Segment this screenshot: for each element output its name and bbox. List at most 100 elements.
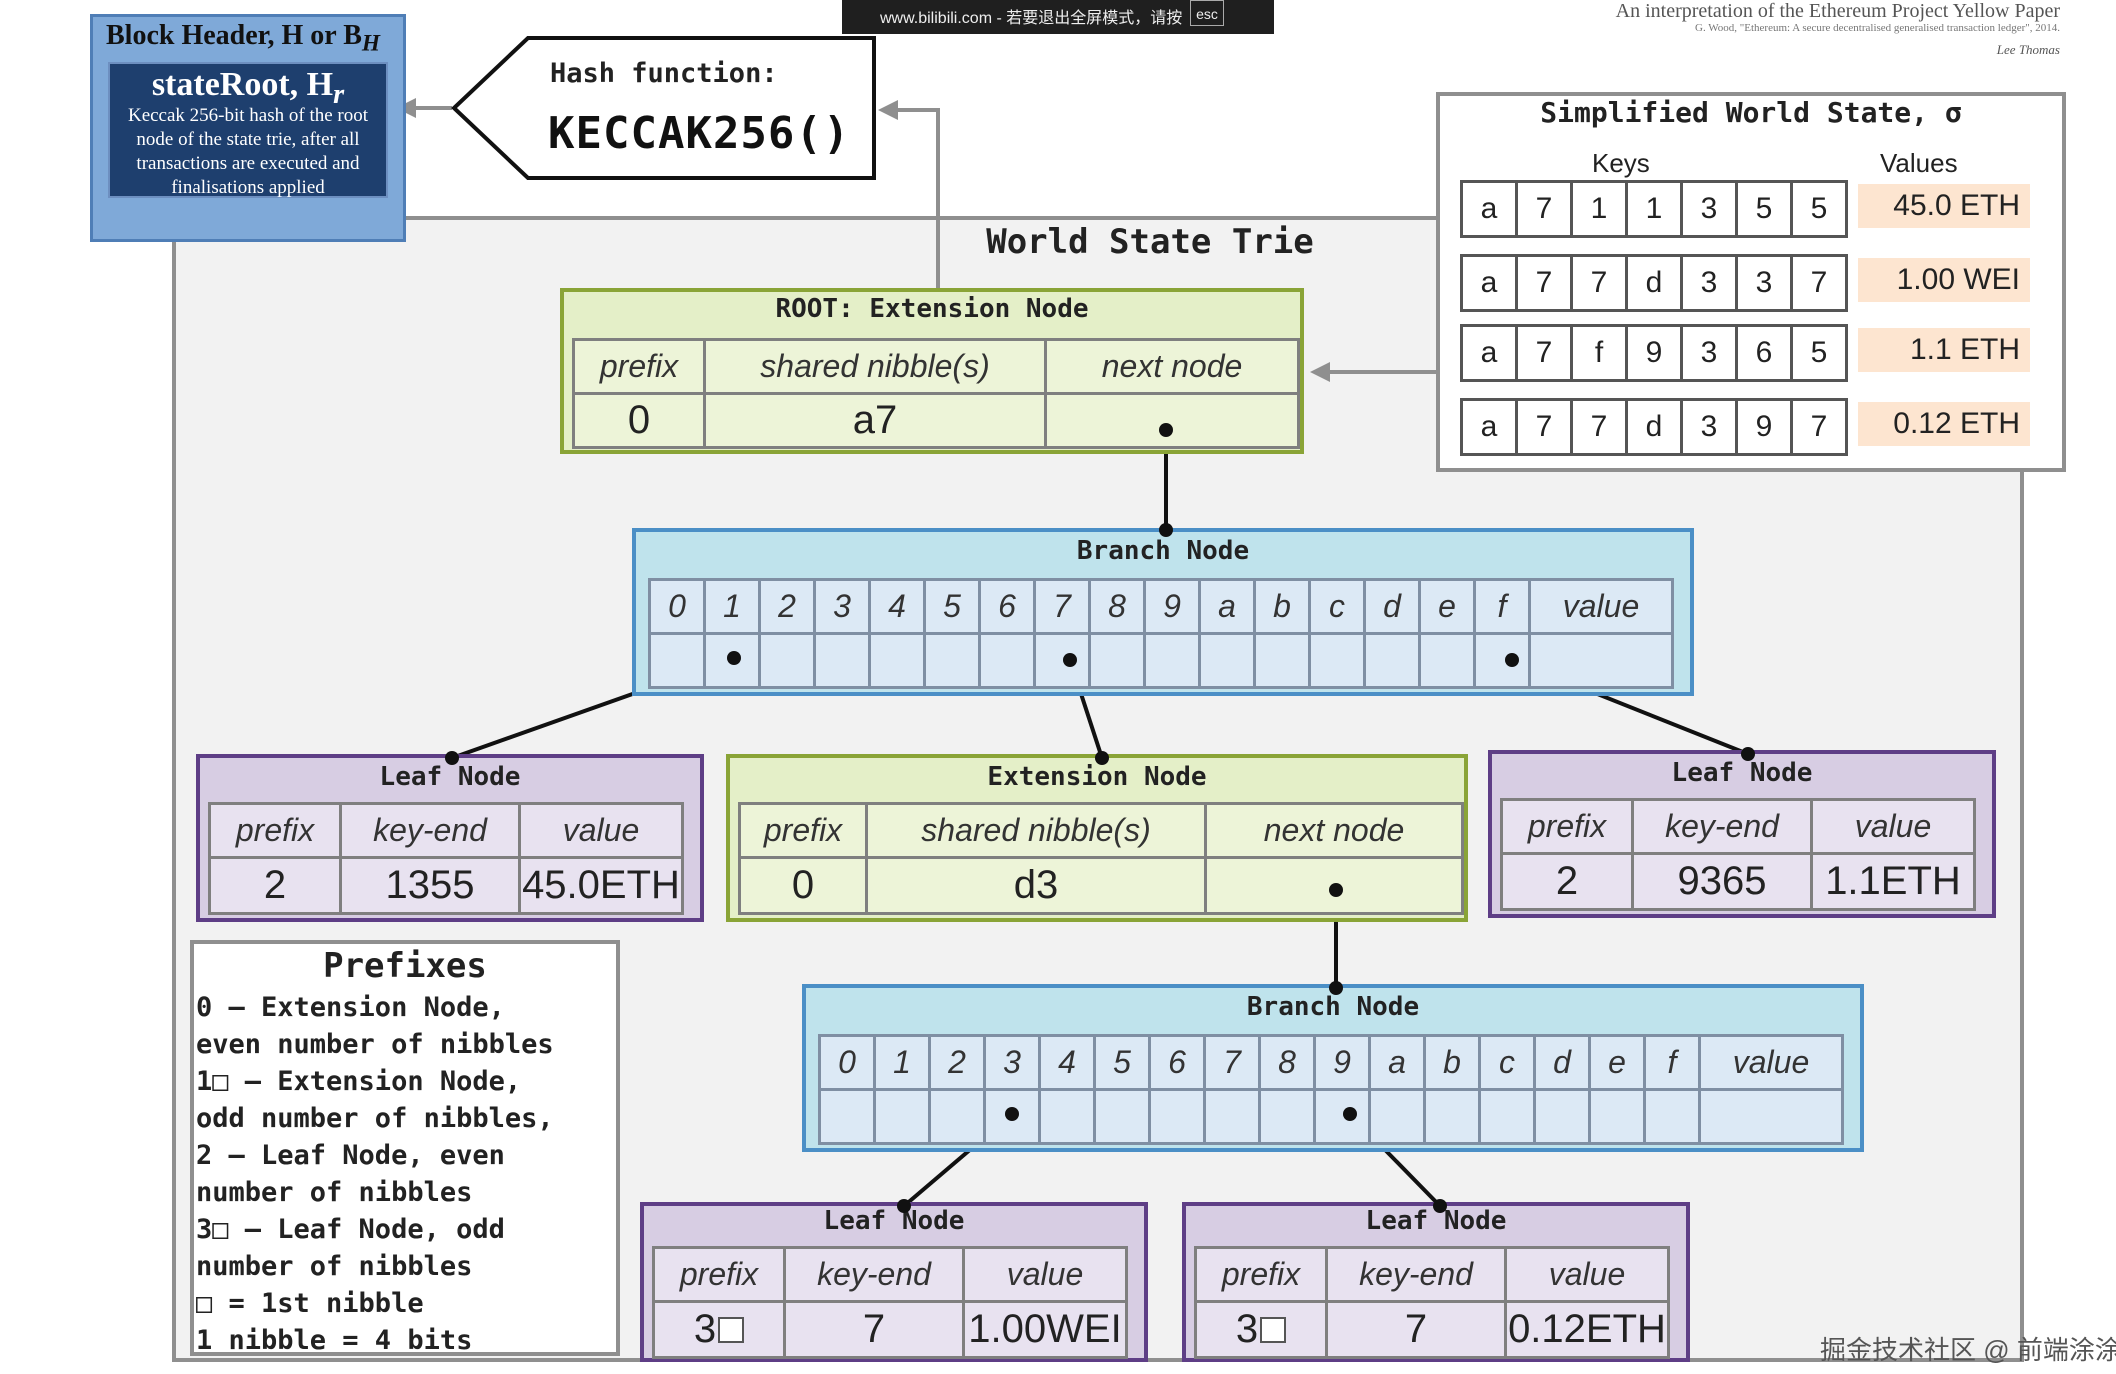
next-node-header: next node <box>1044 338 1300 395</box>
key-row-1: a 7 1 1 3 5 5 <box>1460 180 1848 238</box>
value-header: value <box>1810 798 1976 855</box>
fullscreen-notice-text: www.bilibili.com - 若要退出全屏模式，请按 <box>880 10 1183 27</box>
prefixes-line: 3□ – Leaf Node, odd <box>196 1214 505 1245</box>
key-cell: 7 <box>1790 398 1848 456</box>
leaf4-top-dot <box>1433 1199 1447 1213</box>
prefixes-line: even number of nibbles <box>196 1029 554 1060</box>
key-cell: 7 <box>1515 180 1573 238</box>
key-cell: 3 <box>1680 254 1738 312</box>
key-end-value: 1355 <box>339 856 521 915</box>
key-row-2: a 7 7 d 3 3 7 <box>1460 254 1848 312</box>
prefixes-line: □ = 1st nibble <box>196 1288 424 1319</box>
next-node-value <box>1044 392 1300 449</box>
root-node-table: prefix shared nibble(s) next node 0 a7 <box>572 338 1300 449</box>
key-end-header: key-end <box>783 1246 965 1303</box>
prefix-header: prefix <box>738 802 868 859</box>
ext2-top-dot <box>1095 751 1109 765</box>
leaf-node-2: Leaf Node prefix key-end value 2 9365 1.… <box>1488 750 1996 918</box>
branch-node-1: Branch Node 0 1 2 3 4 5 6 7 8 9 a b c d … <box>632 528 1694 696</box>
branch-slot-label: 4 <box>1038 1034 1096 1091</box>
prefix-value: 2 <box>1500 852 1634 911</box>
branch-slot-label: f <box>1643 1034 1701 1091</box>
leaf-node-1-title: Leaf Node <box>379 762 521 792</box>
branch-slot-label: a <box>1198 578 1256 635</box>
prefixes-legend <box>190 940 620 1356</box>
root-node-title: ROOT: Extension Node <box>775 294 1089 324</box>
prefix-value: 0 <box>572 392 706 449</box>
branch-slot-label: 9 <box>1143 578 1201 635</box>
prefixes-line: odd number of nibbles, <box>196 1103 554 1134</box>
shared-nibbles-header: shared nibble(s) <box>703 338 1047 395</box>
prefix-value: 2 <box>208 856 342 915</box>
extension-node-2: Extension Node prefix shared nibble(s) n… <box>726 754 1468 922</box>
branch-slot-label: 6 <box>978 578 1036 635</box>
branch-slot-label: 4 <box>868 578 926 635</box>
key-cell: 6 <box>1735 324 1793 382</box>
key-end-header: key-end <box>1631 798 1813 855</box>
paper-title: An interpretation of the Ethereum Projec… <box>1615 0 2060 22</box>
branch-slot-label: 0 <box>818 1034 876 1091</box>
key-cell: 5 <box>1790 180 1848 238</box>
branch-slot-label: b <box>1253 578 1311 635</box>
key-cell: 7 <box>1515 398 1573 456</box>
key-cell: 9 <box>1625 324 1683 382</box>
keys-label: Keys <box>1592 148 1650 178</box>
branch-slot-label: d <box>1533 1034 1591 1091</box>
key-cell: 1 <box>1570 180 1628 238</box>
prefixes-line: number of nibbles <box>196 1251 473 1282</box>
state-root-box <box>108 62 388 198</box>
key-end-header: key-end <box>1325 1246 1507 1303</box>
value-cell-2: 1.00 WEI <box>1858 258 2030 302</box>
key-cell: 7 <box>1570 254 1628 312</box>
key-cell: 3 <box>1680 180 1738 238</box>
branch-node-2: Branch Node 0 1 2 3 4 5 6 7 8 9 a b c d … <box>802 984 1864 1152</box>
root-to-hash-arrow-line <box>885 108 940 288</box>
key-cell: 7 <box>1790 254 1848 312</box>
branch-slot-label: 6 <box>1148 1034 1206 1091</box>
branch-slot-label: 5 <box>1093 1034 1151 1091</box>
branch-slot-label: 3 <box>813 578 871 635</box>
key-cell: d <box>1625 254 1683 312</box>
ext2-next-node-dot <box>1329 883 1343 897</box>
values-label: Values <box>1880 148 1958 178</box>
prefixes-line: 2 – Leaf Node, even <box>196 1140 505 1171</box>
key-row-3: a 7 f 9 3 6 5 <box>1460 324 1848 382</box>
branch-node-1-table: 0 1 2 3 4 5 6 7 8 9 a b c d e f value <box>648 578 1674 689</box>
leaf-node-2-title: Leaf Node <box>1671 758 1813 788</box>
esc-key-button[interactable]: esc <box>1190 0 1224 26</box>
branch1-slot-7-dot <box>1063 653 1077 667</box>
prefixes-line: 1 nibble = 4 bits <box>196 1325 473 1356</box>
value-cell-3: 1.1 ETH <box>1858 328 2030 372</box>
branch-slot-label: d <box>1363 578 1421 635</box>
value-header: value <box>962 1246 1128 1303</box>
header-arrowhead <box>396 98 416 118</box>
leaf1-top-dot <box>445 751 459 765</box>
key-end-value: 7 <box>1325 1300 1507 1359</box>
key-cell: a <box>1460 398 1518 456</box>
sws-arrowhead <box>1310 362 1330 382</box>
prefix-header: prefix <box>652 1246 786 1303</box>
leaf-value: 1.00WEI <box>962 1300 1128 1359</box>
key-cell: a <box>1460 324 1518 382</box>
branch-value-label: value <box>1528 578 1674 635</box>
prefixes-title: Prefixes <box>323 946 487 986</box>
branch-slot-label: e <box>1418 578 1476 635</box>
next-node-header: next node <box>1204 802 1464 859</box>
branch1-slot-f-dot <box>1505 653 1519 667</box>
prefix-header: prefix <box>1194 1246 1328 1303</box>
key-end-header: key-end <box>339 802 521 859</box>
key-cell: 7 <box>1515 324 1573 382</box>
leaf-node-3: Leaf Node prefix key-end value 3 7 1.00W… <box>640 1202 1148 1362</box>
branch-node-2-table: 0 1 2 3 4 5 6 7 8 9 a b c d e f value <box>818 1034 1844 1145</box>
branch-slot-label: 1 <box>873 1034 931 1091</box>
prefix-value: 3 <box>652 1300 786 1359</box>
branch-slot-label: c <box>1478 1034 1536 1091</box>
branch-node-1-title: Branch Node <box>1076 536 1250 566</box>
key-cell: 9 <box>1735 398 1793 456</box>
key-cell: d <box>1625 398 1683 456</box>
leaf-value: 0.12ETH <box>1504 1300 1670 1359</box>
value-header: value <box>1504 1246 1670 1303</box>
branch-node-2-title: Branch Node <box>1246 992 1420 1022</box>
watermark: 掘金技术社区 @ 前端涂涂 <box>1820 1335 2116 1365</box>
key-cell: f <box>1570 324 1628 382</box>
